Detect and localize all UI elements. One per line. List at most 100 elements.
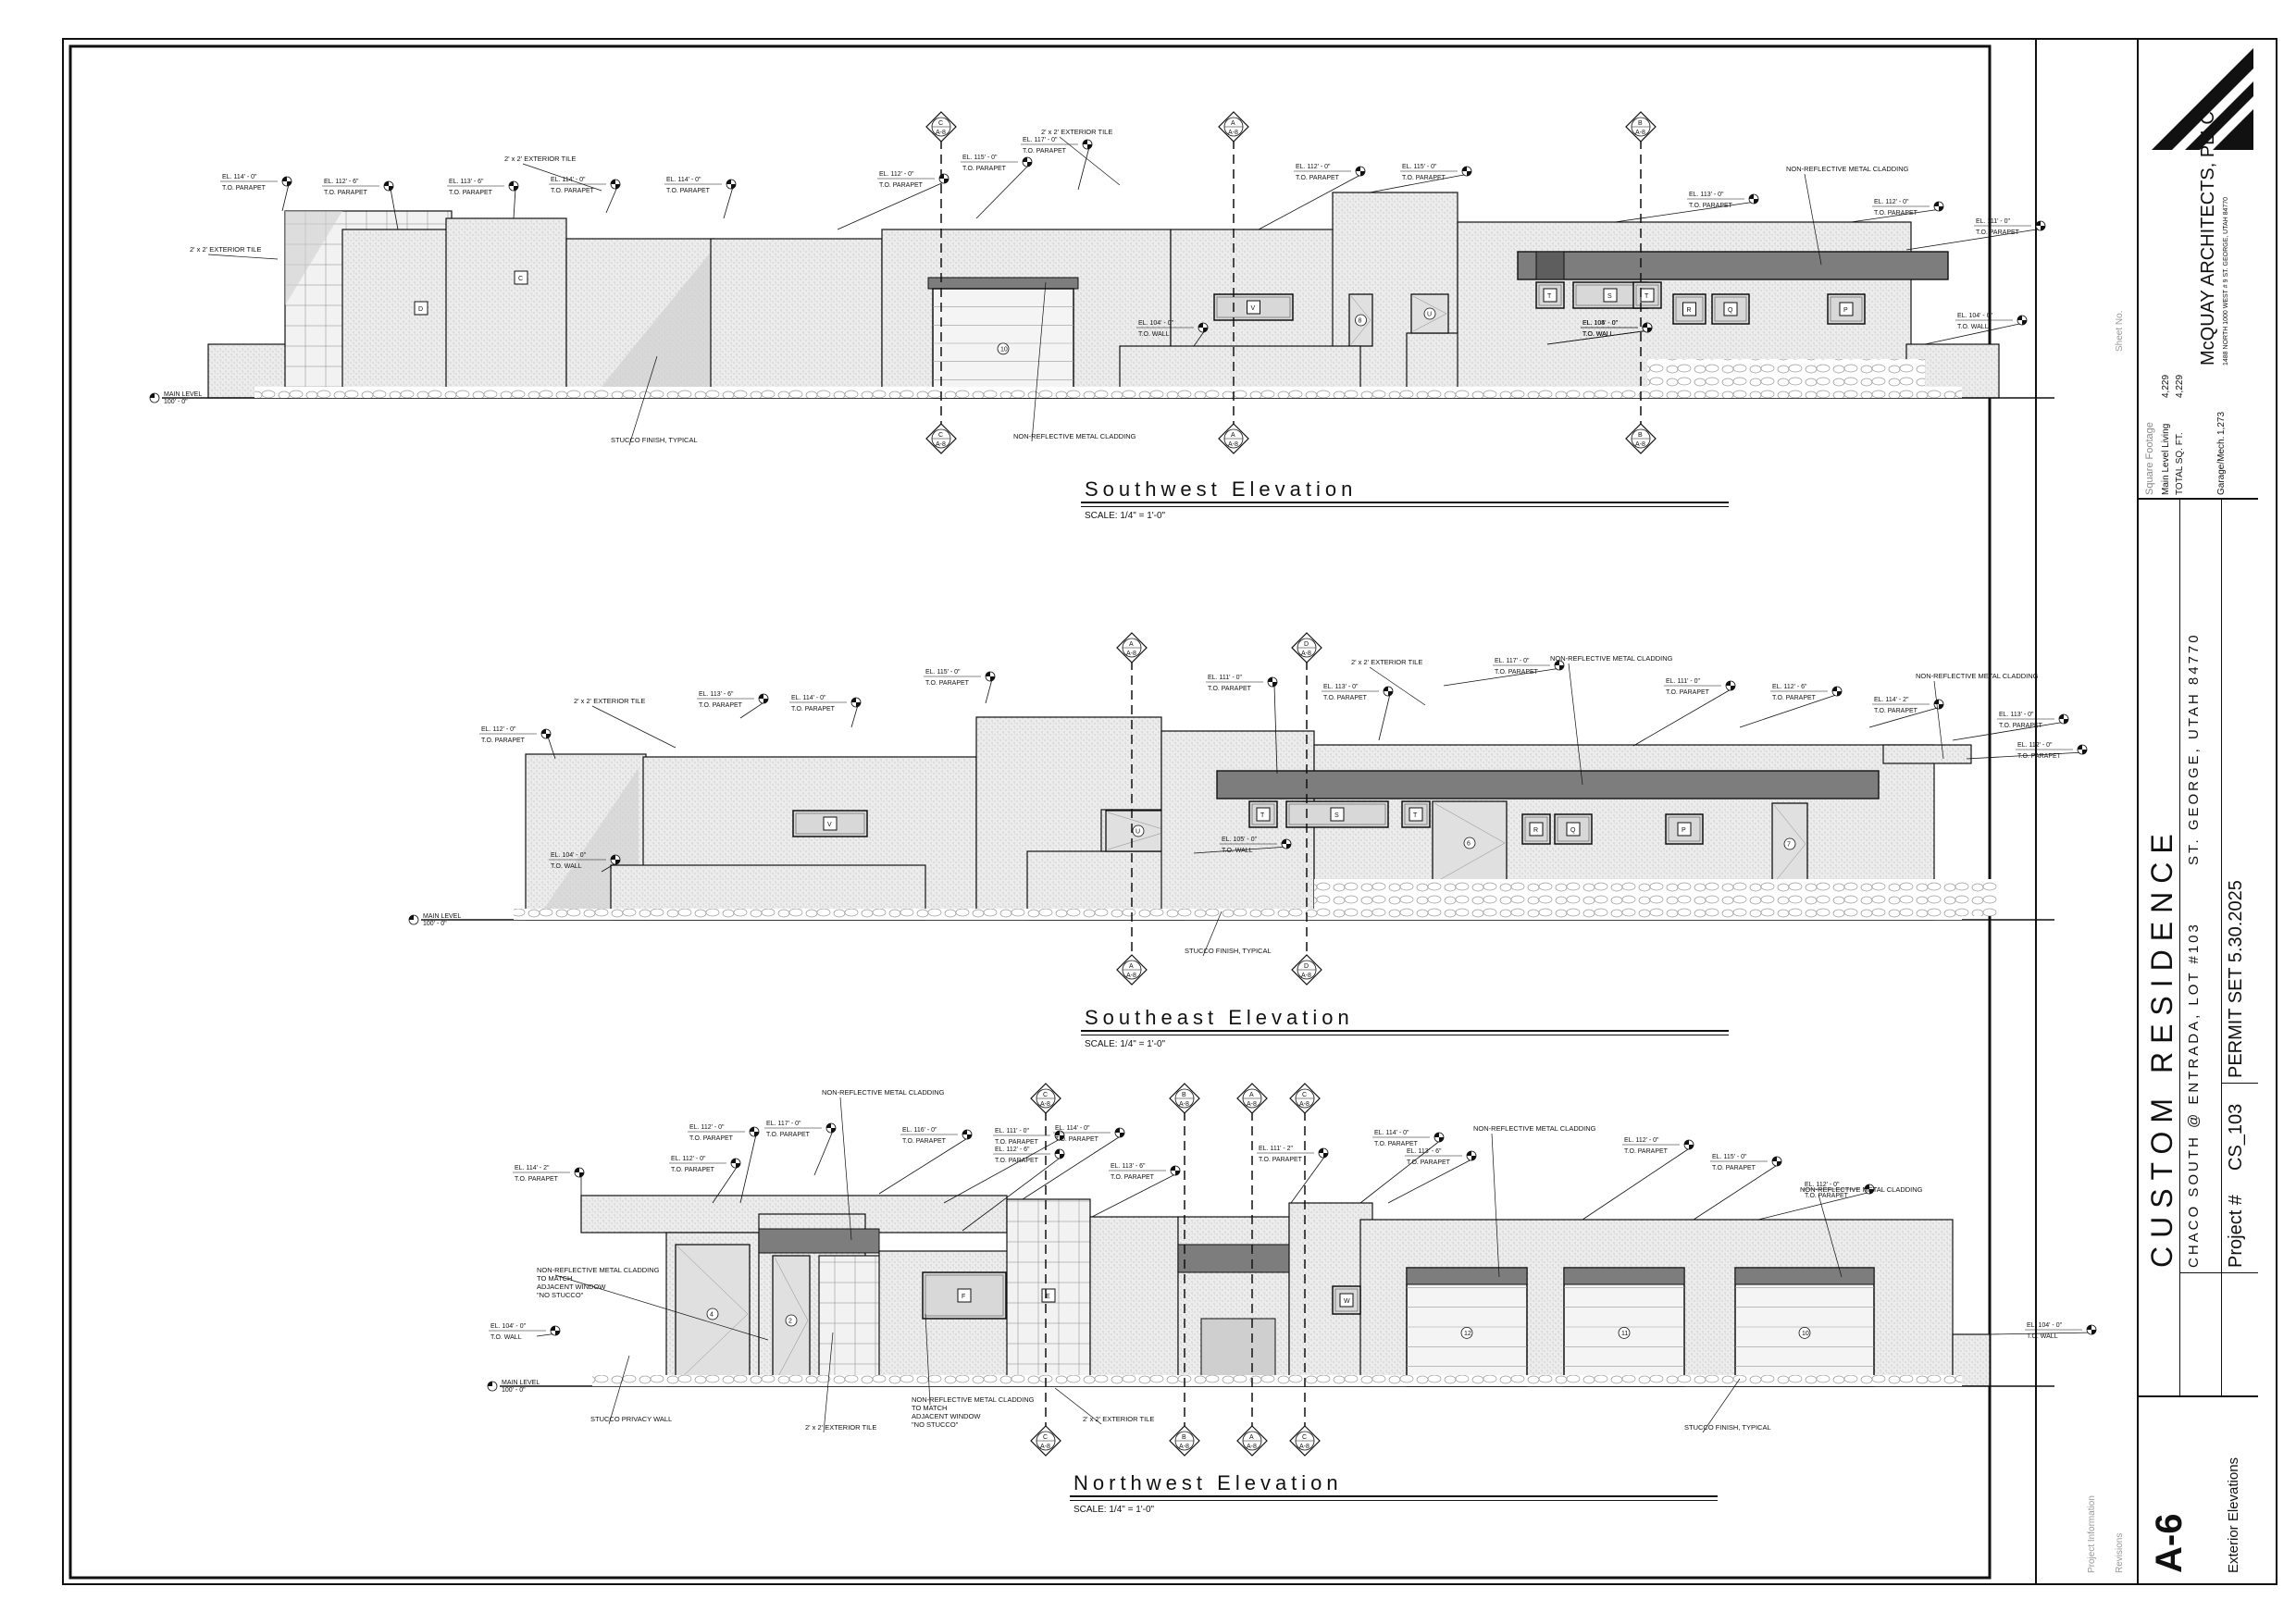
grid-marker-sheet: A-8 [1040,1444,1050,1450]
project-name: CUSTOM RESIDENCE [2145,825,2178,1268]
wall-mass [445,217,567,399]
callout-leader [1952,721,2066,741]
elevation-callout: EL. 104' - 0" [2027,1322,2063,1329]
note-leader [1031,281,1047,442]
window-tag-label: Q [1728,307,1733,314]
elevation-callout: EL. 112' - 0" [1296,164,1331,170]
window-tag-label: P [1843,307,1848,314]
window-tag [1566,822,1581,837]
main-level-label: MAIN LEVEL [423,913,461,920]
grid-marker-sheet: A-8 [1040,1101,1050,1108]
annotation-note: TO MATCH [912,1404,947,1412]
northwest-elevation-scale: SCALE: 1/4" = 1'-0" [1074,1505,1155,1515]
grid-marker-letter: B [1638,432,1643,439]
elevation-callout: EL. 113' - 6" [1407,1148,1442,1155]
elevation-callout-sub: T.O. PARAPET [1874,210,1918,217]
window-tag [414,301,428,316]
window-tag [1339,1293,1354,1308]
callout-leader [1582,1147,1692,1221]
window-tag [1529,822,1544,837]
grid-marker-sheet: A-8 [1299,1444,1309,1450]
elevation-callout-sub: T.O. PARAPET [551,188,595,194]
note-leader [591,705,676,749]
elevation-callout-sub: T.O. PARAPET [515,1176,559,1183]
elevation-callout: EL. 116' - 0" [902,1127,937,1134]
elevation-callout: EL. 114' - 0" [222,174,257,180]
elevation-callout: EL. 113' - 6" [699,691,734,698]
elevation-callout-sub: T.O. PARAPET [1402,175,1446,181]
callout-leader [1868,706,1942,728]
metal-cladding-band [758,1228,880,1254]
window-tag [1256,807,1271,822]
sf-label-total: TOTAL SQ. FT. [2175,432,2185,495]
annotation-note: STUCCO FINISH, TYPICAL [611,436,698,444]
callout-leader [975,164,1030,219]
window-tag-label: V [827,822,832,828]
callout-leader [1193,846,1289,854]
wall-mass [710,238,883,399]
note-leader [554,1274,769,1341]
grid-marker-letter: C [1043,1092,1048,1098]
elevation-callout: EL. 105' - 0" [1222,837,1258,843]
callout-leader [1924,322,2025,345]
window-tag-label: F [962,1294,965,1300]
window-tag-label: T [1413,812,1418,819]
sheet-border-outer [62,38,2277,1585]
annotation-note: 2' x 2' EXTERIOR TILE [574,697,645,705]
grid-marker-sheet: A-8 [1635,441,1645,448]
note-leader [608,1355,630,1425]
note-leader [1491,1133,1500,1278]
elevation-callout: EL. 115' - 0" [925,669,961,676]
elevation-callout: EL. 114' - 0" [551,177,586,183]
grid-marker-letter: B [1182,1434,1186,1441]
window-tag-label: T [1547,293,1552,300]
callout-leader [962,1156,1062,1232]
elevation-callout: EL. 114' - 2" [515,1165,550,1172]
elevation-callout-sub: T.O. PARAPET [1374,1141,1419,1147]
annotation-note: 2' x 2' EXTERIOR TILE [504,155,576,163]
elevation-callout-sub: T.O. WALL [1138,331,1170,338]
window-tag [1543,288,1558,303]
elevation-callout: EL. 112' - 0" [1805,1182,1840,1188]
window-tag-label: E [1046,1294,1050,1300]
sf-label-garage: Garage/Mech. [2216,436,2227,495]
grid-marker-letter: A [1231,120,1235,127]
annotation-note: STUCCO FINISH, TYPICAL [1185,947,1272,955]
note-leader [628,355,658,446]
callout-leader [813,1130,834,1176]
elevation-callout-sub: T.O. PARAPET [324,190,368,196]
window-tag-label: D [418,306,423,313]
callout-leader [547,736,556,760]
elevation-callout-sub: T.O. PARAPET [1208,686,1252,692]
window-tag [1677,822,1692,837]
window-tag [1723,302,1738,316]
elevation-callout: EL. 112' - 0" [671,1156,706,1162]
annotation-note: NON-REFLECTIVE METAL CLADDING [912,1395,1035,1404]
grid-marker-sheet: A-8 [936,441,946,448]
annotation-note: "NO STUCCO" [912,1420,959,1429]
window-tag-label: V [1251,305,1256,312]
door-tag-label: 6 [1467,841,1471,848]
callout-leader [878,1136,970,1195]
annotation-note: ADJACENT WINDOW [537,1283,606,1291]
elevation-callout-sub: T.O. PARAPET [1874,708,1918,714]
elevation-callout-sub: T.O. PARAPET [925,680,970,687]
callout-leader [837,180,947,230]
callout-leader [1022,1134,1123,1200]
elevation-callout-sub: T.O. PARAPET [1666,689,1710,696]
elevation-callout: EL. 115' - 0" [1402,164,1437,170]
elevation-callout-sub: T.O. PARAPET [1296,175,1340,181]
annotation-note: "NO STUCCO" [537,1291,584,1299]
window-tag [1330,807,1345,822]
note-leader [207,254,279,260]
elevation-callout: EL. 112' - 0" [689,1124,725,1131]
note-leader [1818,1194,1843,1278]
window-tag [1839,302,1854,316]
door-tag-label: U [1427,312,1432,318]
elevation-callout: EL. 112' - 0" [1874,199,1909,205]
annotation-note: STUCCO PRIVACY WALL [590,1415,672,1423]
southwest-elevation-title: Southwest Elevation [1085,477,1358,501]
wall-mass [1882,744,1972,764]
grid-marker-sheet: A-8 [1301,973,1311,979]
metal-cladding-fascia [1517,251,1949,280]
